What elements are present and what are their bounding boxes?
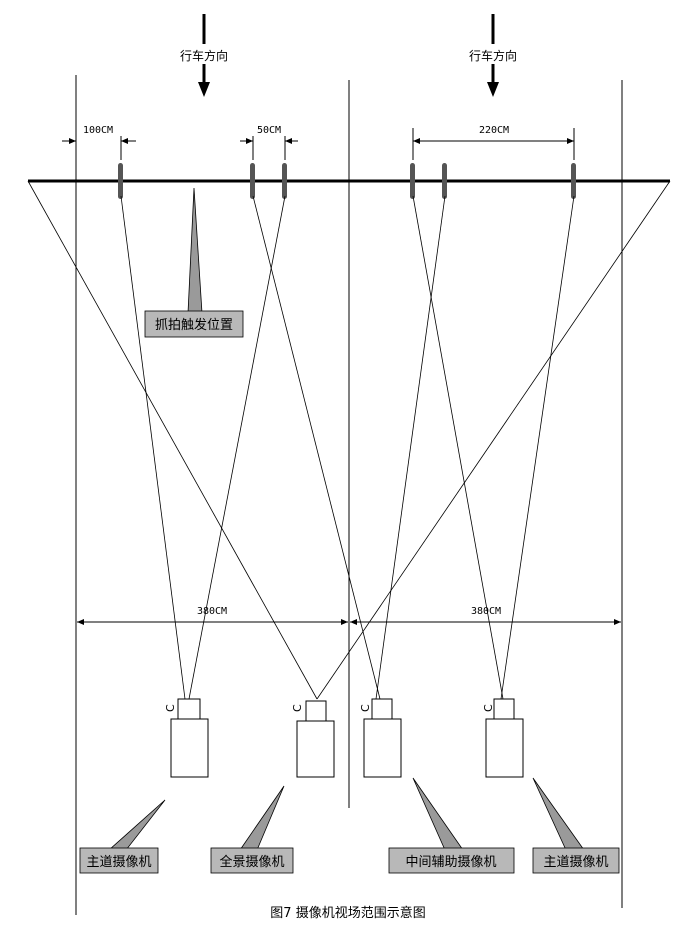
callout-label-main-left: 主道摄像机: [86, 855, 151, 870]
camera-lens-label: C: [291, 704, 304, 712]
trigger-marker: [410, 163, 415, 199]
callout-pointer-main-left: [107, 799, 166, 851]
camera-lens-label: C: [359, 704, 372, 712]
callout-label-aux-middle: 中间辅助摄像机: [405, 855, 496, 870]
trigger-marker: [250, 163, 255, 199]
callout-label-panorama: 全景摄像机: [219, 854, 284, 870]
dimension-50cm-label: 50CM: [257, 125, 281, 136]
dimension-220cm-label: 220CM: [479, 125, 509, 136]
camera-lens-label: C: [164, 704, 177, 712]
trigger-marker: [282, 163, 287, 199]
camera-lens-label: C: [482, 704, 495, 712]
callout-box-aux-middle: [388, 847, 515, 874]
callout-pointer-aux-middle: [412, 777, 464, 851]
direction-label-left: 行车方向: [180, 48, 228, 63]
callout-box-main-left: [79, 847, 159, 874]
callout-pointer-main-right: [532, 777, 585, 851]
camera-main-right: [485, 698, 524, 778]
trigger-callout-label: 抓拍触发位置: [155, 317, 233, 333]
dimension-380cm-right-label: 380CM: [471, 606, 501, 617]
direction-arrow-right: [487, 14, 499, 97]
figure-caption: 图7 摄像机视场范围示意图: [270, 905, 425, 921]
trigger-marker: [571, 163, 576, 199]
dimension-50cm: [240, 136, 298, 160]
camera-main-left: [170, 698, 209, 778]
direction-arrow-left: [198, 14, 210, 97]
dimension-100cm: [62, 136, 136, 160]
dimension-220cm: [412, 128, 575, 160]
callout-label-main-right: 主道摄像机: [543, 855, 608, 870]
callout-pointer-panorama: [239, 785, 285, 851]
trigger-marker: [442, 163, 447, 199]
trigger-callout-box: [144, 310, 244, 338]
dimension-100cm-label: 100CM: [83, 125, 113, 136]
fov-rays: [27, 180, 671, 700]
dimension-380cm-left-label: 380CM: [197, 606, 227, 617]
camera-panorama: [296, 700, 335, 778]
direction-label-right: 行车方向: [469, 48, 517, 63]
callout-box-main-right: [532, 847, 620, 874]
trigger-callout-pointer: [187, 187, 203, 314]
callout-box-panorama: [210, 847, 294, 874]
trigger-marker: [118, 163, 123, 199]
camera-aux-middle: [363, 698, 402, 778]
